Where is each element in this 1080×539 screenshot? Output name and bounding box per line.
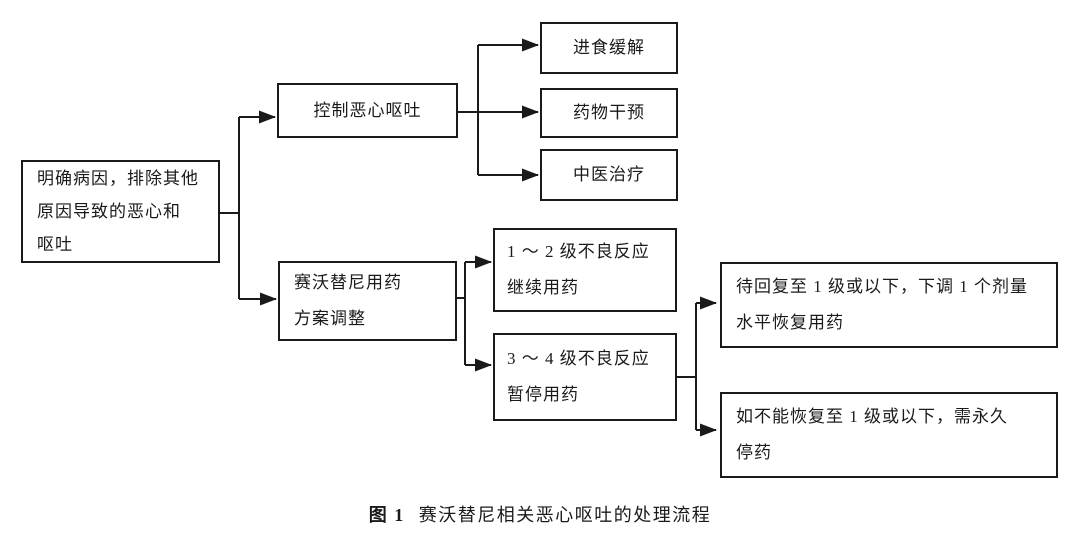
- node-recover-reduce-dose: 待回复至 1 级或以下，下调 1 个剂量 水平恢复用药: [720, 262, 1058, 348]
- node-savolitinib-plan-adjustment: 赛沃替尼用药 方案调整: [278, 261, 457, 341]
- node-identify-cause: 明确病因，排除其他 原因导致的恶心和 呕吐: [21, 160, 220, 263]
- node-drug-intervention-label: 药物干预: [573, 103, 645, 122]
- node-grade1-2-continue: 1 ～ 2 级不良反应 继续用药: [493, 228, 677, 312]
- figure-caption-number: 图 1: [368, 505, 405, 525]
- node-eating-relief: 进食缓解: [540, 22, 678, 74]
- node-recover-reduce-dose-label: 待回复至 1 级或以下，下调 1 个剂量 水平恢复用药: [736, 277, 1028, 332]
- node-permanent-discontinue: 如不能恢复至 1 级或以下，需永久 停药: [720, 392, 1058, 478]
- figure-caption-text: 赛沃替尼相关恶心呕吐的处理流程: [418, 505, 712, 525]
- figure-caption: 图 1 赛沃替尼相关恶心呕吐的处理流程: [0, 501, 1080, 527]
- node-grade3-4-suspend-label: 3 ～ 4 级不良反应 暂停用药: [507, 349, 650, 404]
- node-eating-relief-label: 进食缓解: [573, 38, 645, 57]
- node-grade1-2-continue-label: 1 ～ 2 级不良反应 继续用药: [507, 242, 650, 297]
- node-identify-cause-label: 明确病因，排除其他 原因导致的恶心和 呕吐: [37, 169, 199, 254]
- node-tcm-treatment: 中医治疗: [540, 149, 678, 201]
- node-savolitinib-plan-adjustment-label: 赛沃替尼用药 方案调整: [294, 273, 402, 328]
- node-permanent-discontinue-label: 如不能恢复至 1 级或以下，需永久 停药: [736, 407, 1008, 462]
- node-grade3-4-suspend: 3 ～ 4 级不良反应 暂停用药: [493, 333, 677, 421]
- node-drug-intervention: 药物干预: [540, 88, 678, 138]
- node-control-nausea-vomiting: 控制恶心呕吐: [277, 83, 458, 138]
- node-tcm-treatment-label: 中医治疗: [573, 165, 645, 184]
- node-control-nausea-vomiting-label: 控制恶心呕吐: [313, 100, 422, 120]
